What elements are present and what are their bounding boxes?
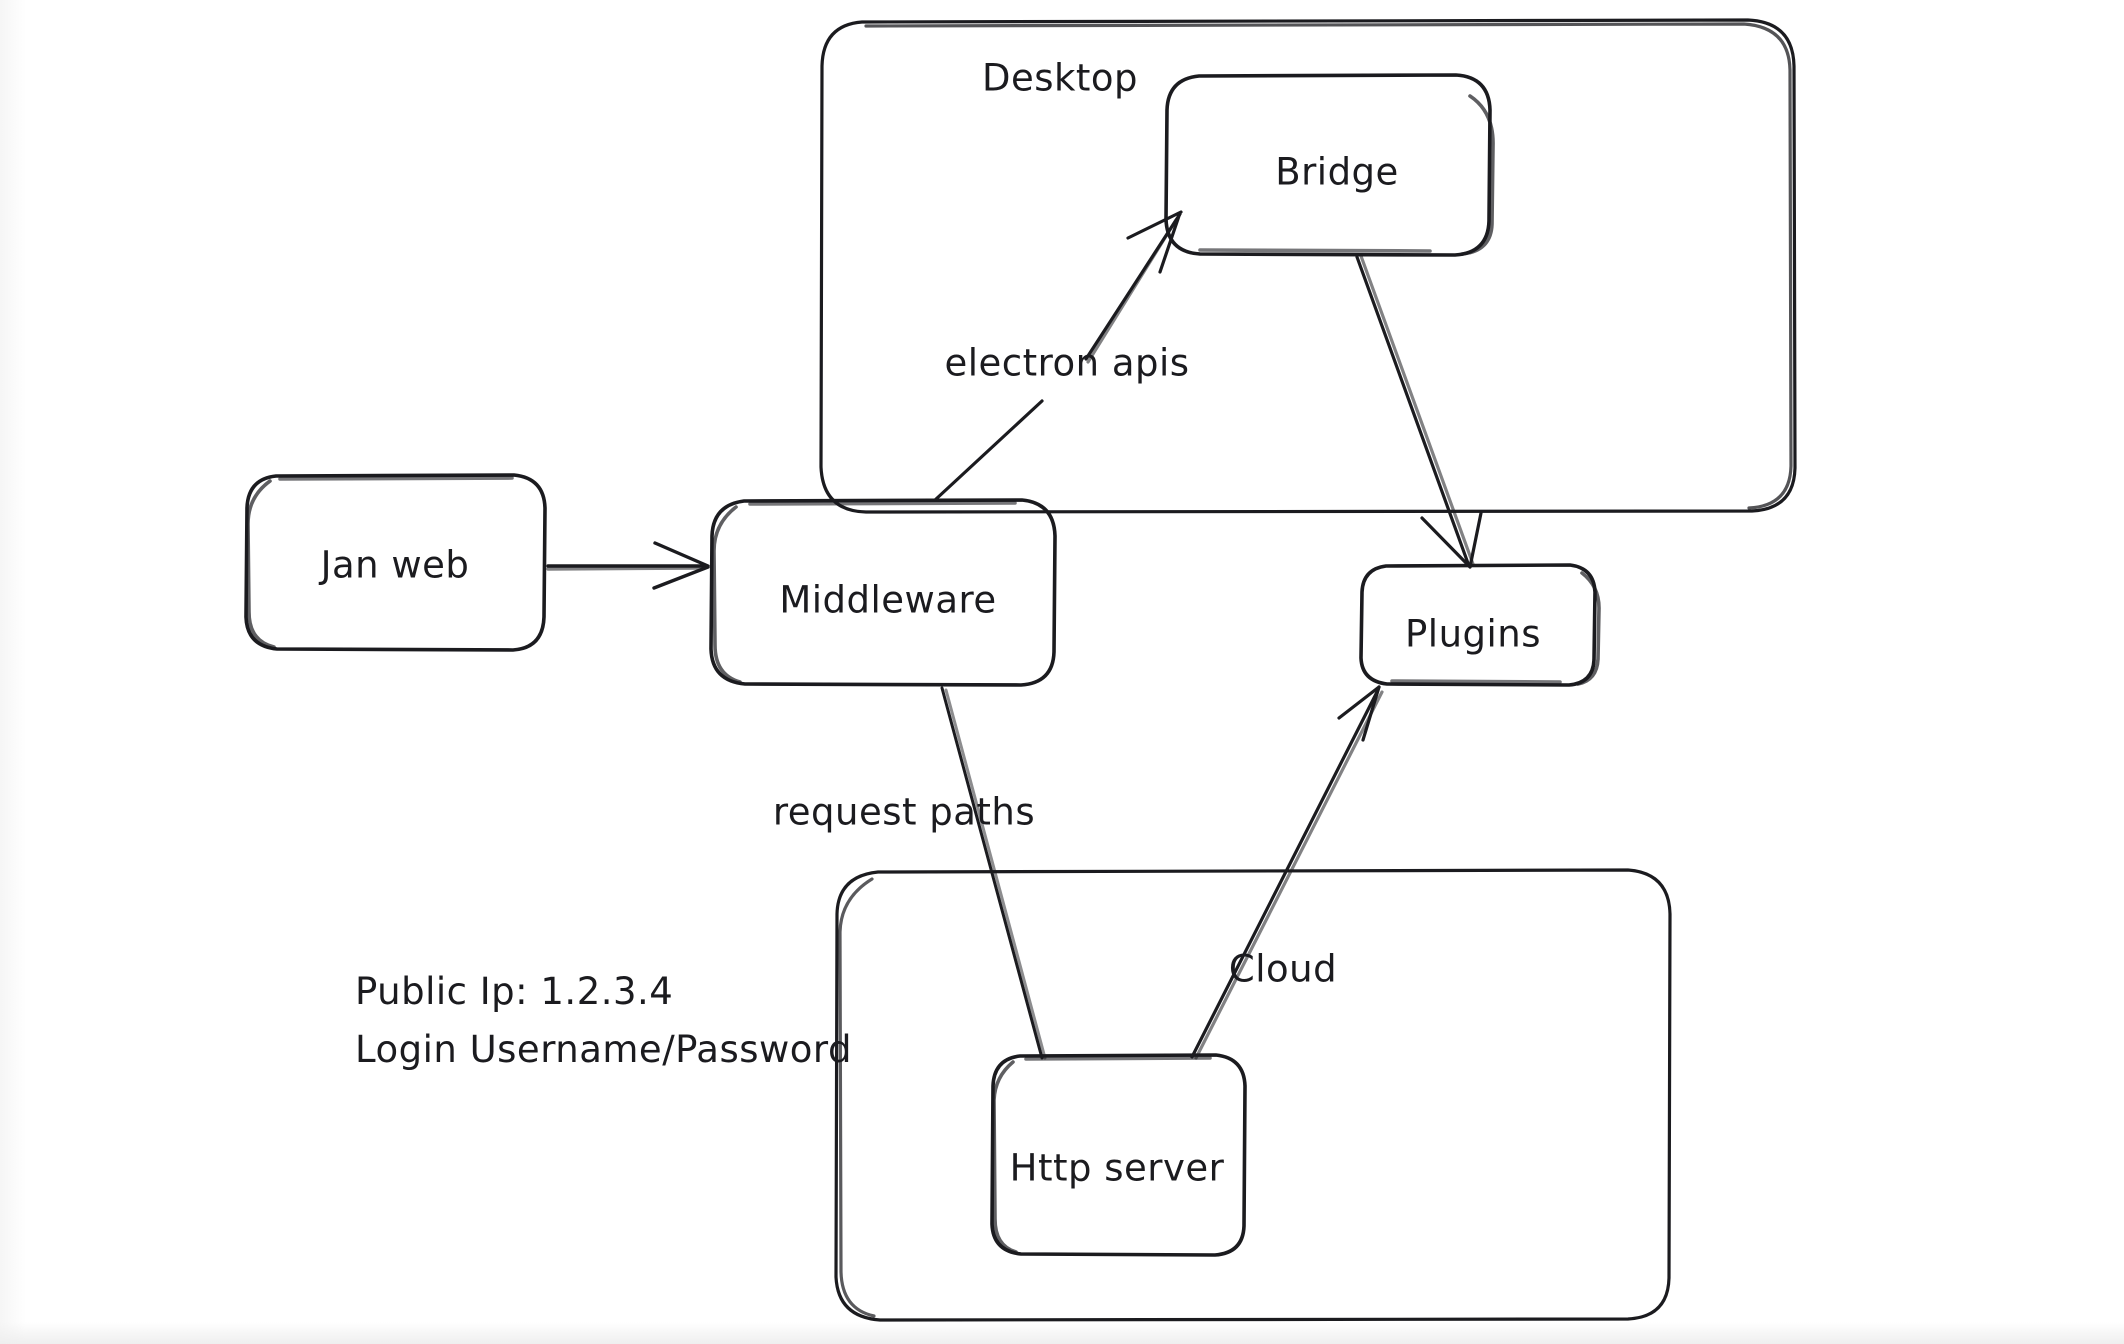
node-label-http-server: Http server: [1009, 1146, 1225, 1190]
middleware-node-outline: [709, 498, 1057, 687]
edge-http-server-to-plugins: [1190, 685, 1384, 1060]
node-label-middleware: Middleware: [779, 578, 997, 622]
note-login-credentials: Login Username/Password: [355, 1028, 852, 1071]
node-plugins[interactable]: [1360, 565, 1595, 685]
group-label-desktop: Desktop: [981, 56, 1139, 100]
node-middleware[interactable]: [710, 500, 1055, 685]
edge-jan-web-to-middleware: [546, 541, 710, 590]
plugins-node-outline: [1359, 563, 1601, 687]
edge-middleware-to-bridge: [933, 210, 1183, 502]
node-jan-web[interactable]: [245, 475, 545, 650]
note-public-ip: Public Ip: 1.2.3.4: [355, 970, 674, 1013]
node-bridge[interactable]: [1165, 75, 1490, 255]
http-server-node-outline: [990, 1053, 1247, 1257]
node-http-server[interactable]: [990, 1055, 1245, 1255]
jan-web-node-outline: [244, 473, 547, 652]
bridge-node-outline: [1164, 73, 1495, 257]
node-label-bridge: Bridge: [1275, 150, 1399, 194]
edge-label-cloud: Cloud: [1228, 947, 1338, 991]
edge-label-request-paths: request paths: [772, 790, 1036, 834]
desktop-group-outline: [819, 18, 1797, 514]
node-label-jan-web: Jan web: [320, 543, 470, 587]
edge-http-server-to-middleware: [940, 686, 1047, 1060]
node-label-plugins: Plugins: [1404, 612, 1542, 656]
edge-bridge-to-plugins: [1355, 254, 1483, 569]
edge-label-electron-apis: electron apis: [944, 341, 1190, 385]
cloud-group-outline: [834, 868, 1672, 1322]
